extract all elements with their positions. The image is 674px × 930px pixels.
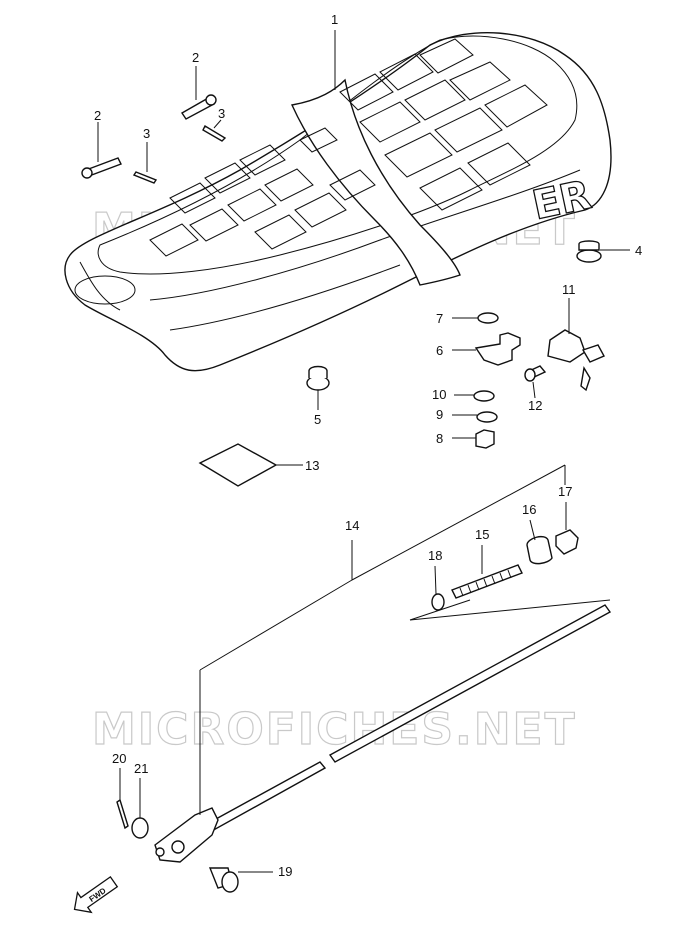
washer-10 xyxy=(473,390,495,402)
spring xyxy=(451,564,523,599)
cable-end xyxy=(555,529,579,555)
watermark-bottom: MICROFICHES.NET xyxy=(92,704,577,755)
grommet xyxy=(576,240,602,263)
washer-18 xyxy=(431,593,445,611)
callout-4: 4 xyxy=(635,243,642,258)
washer-21 xyxy=(131,817,149,839)
callout-7: 7 xyxy=(436,311,443,326)
hinge-pin-upper xyxy=(181,94,217,120)
callout-12: 12 xyxy=(528,398,542,413)
collar xyxy=(526,535,553,565)
washer-7 xyxy=(477,312,499,324)
bracket xyxy=(474,332,521,366)
caution-label xyxy=(198,443,278,487)
callout-19: 19 xyxy=(278,864,292,879)
callout-21: 21 xyxy=(134,761,148,776)
callout-15: 15 xyxy=(475,527,489,542)
callout-18: 18 xyxy=(428,548,442,563)
callout-13: 13 xyxy=(305,458,319,473)
hinge-pin-lower xyxy=(81,157,122,179)
callout-17: 17 xyxy=(558,484,572,499)
callout-14: 14 xyxy=(345,518,359,533)
seat-assembly: ER xyxy=(64,32,612,372)
callout-labels: 1 2 2 3 3 4 5 6 7 8 9 10 11 12 13 14 15 … xyxy=(94,12,642,879)
screw xyxy=(524,365,547,382)
fwd-arrow-icon: FWD xyxy=(73,875,119,914)
callout-10: 10 xyxy=(432,387,446,402)
callout-5: 5 xyxy=(314,412,321,427)
leader-lines xyxy=(97,30,630,873)
callout-1: 1 xyxy=(331,12,338,27)
cotter-pin-small xyxy=(116,798,129,830)
washer-9 xyxy=(476,411,498,423)
callout-16: 16 xyxy=(522,502,536,517)
nut xyxy=(475,429,495,449)
callout-9: 9 xyxy=(436,407,443,422)
callout-20: 20 xyxy=(112,751,126,766)
clevis-pin xyxy=(208,867,239,893)
callout-3: 3 xyxy=(143,126,150,141)
callout-8: 8 xyxy=(436,431,443,446)
cushion xyxy=(306,365,330,391)
callout-11: 11 xyxy=(562,282,576,297)
cotter-pin-lower xyxy=(132,171,158,184)
seat-lock-cable xyxy=(154,604,612,863)
callout-3: 3 xyxy=(218,106,225,121)
seat-lock xyxy=(547,329,605,392)
callout-2: 2 xyxy=(94,108,101,123)
callout-6: 6 xyxy=(436,343,443,358)
callout-2: 2 xyxy=(192,50,199,65)
cotter-pin-upper xyxy=(202,125,227,142)
